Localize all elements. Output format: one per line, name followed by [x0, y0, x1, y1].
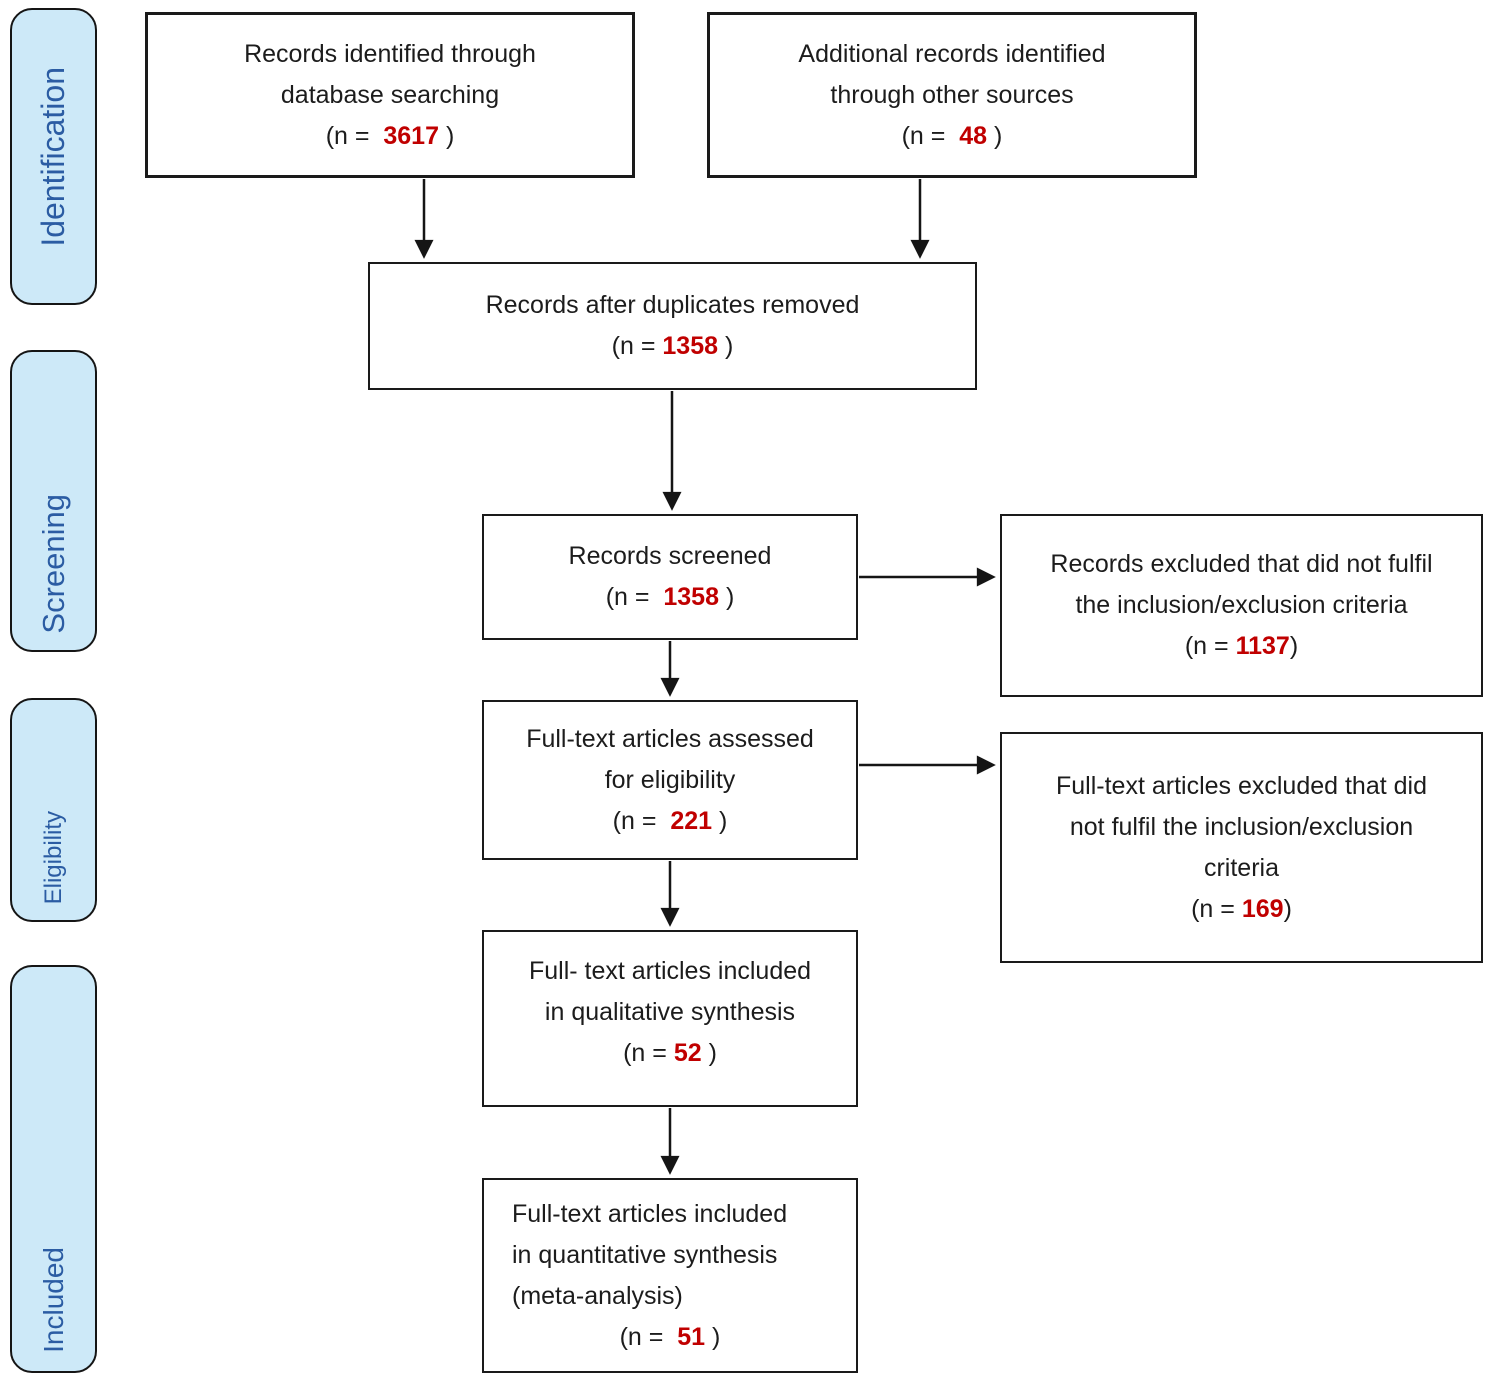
text-line: Records identified through — [244, 39, 536, 68]
n-suffix: ) — [701, 1039, 717, 1067]
text-line: Full-text articles assessed — [526, 724, 814, 753]
n-line: (n = 51 ) — [620, 1317, 721, 1358]
n-prefix: (n = — [901, 121, 960, 150]
text-line: Full- text articles included — [528, 957, 812, 985]
stage-label: Identification — [35, 66, 71, 247]
stage-label: Included — [37, 1247, 69, 1353]
n-suffix: ) — [1283, 894, 1292, 923]
text-line: in quantitative synthesis — [512, 1240, 778, 1269]
text-line: Full-text articles included — [512, 1199, 788, 1228]
box-records-identified-db: Records identified through database sear… — [145, 12, 635, 178]
n-line: (n = 1358 ) — [606, 577, 735, 618]
stage-screening: Screening — [10, 350, 97, 652]
stage-identification: Identification — [10, 8, 97, 305]
n-prefix: (n = — [325, 121, 384, 150]
stage-included: Included — [10, 965, 97, 1373]
text-line: in qualitative synthesis — [544, 998, 796, 1026]
n-value: 221 — [670, 806, 713, 835]
text-line: (meta-analysis) — [512, 1281, 683, 1310]
n-prefix: (n = — [619, 1322, 678, 1351]
n-prefix: (n = — [623, 1039, 674, 1067]
n-value: 52 — [673, 1039, 702, 1067]
n-line: (n = 3617 ) — [326, 116, 455, 157]
n-value: 51 — [677, 1322, 706, 1351]
box-qualitative-synthesis: Full- text articles included in qualitat… — [482, 930, 858, 1107]
n-suffix: ) — [439, 121, 455, 150]
stage-eligibility: Eligibility — [10, 698, 97, 922]
stage-label: Eligibility — [39, 810, 67, 904]
n-line: (n = 52 ) — [623, 1033, 717, 1074]
box-records-screened: Records screened (n = 1358 ) — [482, 514, 858, 640]
n-suffix: ) — [718, 332, 734, 360]
n-line: (n = 48 ) — [902, 116, 1003, 157]
box-additional-records: Additional records identified through ot… — [707, 12, 1197, 178]
n-value: 3617 — [383, 121, 439, 150]
n-value: 1358 — [662, 332, 719, 360]
n-value: 48 — [959, 121, 988, 150]
n-suffix: ) — [987, 121, 1003, 150]
text-line: Records screened — [568, 542, 772, 570]
n-value: 1358 — [663, 583, 719, 611]
n-prefix: (n = — [605, 583, 664, 611]
text-line: for eligibility — [604, 765, 736, 794]
text-line: Records after duplicates removed — [485, 291, 860, 319]
n-suffix: ) — [712, 806, 728, 835]
text-line: through other sources — [830, 80, 1074, 109]
n-value: 169 — [1241, 894, 1284, 923]
box-fulltext-assessed: Full-text articles assessed for eligibil… — [482, 700, 858, 860]
n-suffix: ) — [1289, 632, 1299, 660]
n-prefix: (n = — [612, 806, 671, 835]
box-records-excluded-screening: Records excluded that did not fulfil the… — [1000, 514, 1483, 697]
n-line: (n = 221 ) — [613, 801, 728, 842]
box-fulltext-excluded: Full-text articles excluded that did not… — [1000, 732, 1483, 963]
n-line: (n = 1358 ) — [612, 326, 734, 367]
n-prefix: (n = — [611, 332, 663, 360]
text-line: Records excluded that did not fulfil — [1050, 550, 1433, 578]
text-line: criteria — [1203, 853, 1279, 882]
text-line: Additional records identified — [798, 39, 1106, 68]
box-quantitative-synthesis: Full-text articles included in quantitat… — [482, 1178, 858, 1373]
stage-label: Screening — [35, 494, 71, 634]
text-line: not fulfil the inclusion/exclusion — [1069, 812, 1414, 841]
n-line: (n = 169) — [1191, 889, 1292, 930]
n-prefix: (n = — [1191, 894, 1242, 923]
n-suffix: ) — [705, 1322, 721, 1351]
n-suffix: ) — [719, 583, 735, 611]
n-prefix: (n = — [1184, 632, 1236, 660]
text-line: database searching — [280, 80, 500, 109]
text-line: the inclusion/exclusion criteria — [1075, 591, 1408, 619]
n-value: 1137 — [1235, 632, 1290, 660]
text-line: Full-text articles excluded that did — [1055, 771, 1427, 800]
n-line: (n = 1137) — [1185, 626, 1298, 667]
box-records-after-duplicates: Records after duplicates removed (n = 13… — [368, 262, 977, 390]
